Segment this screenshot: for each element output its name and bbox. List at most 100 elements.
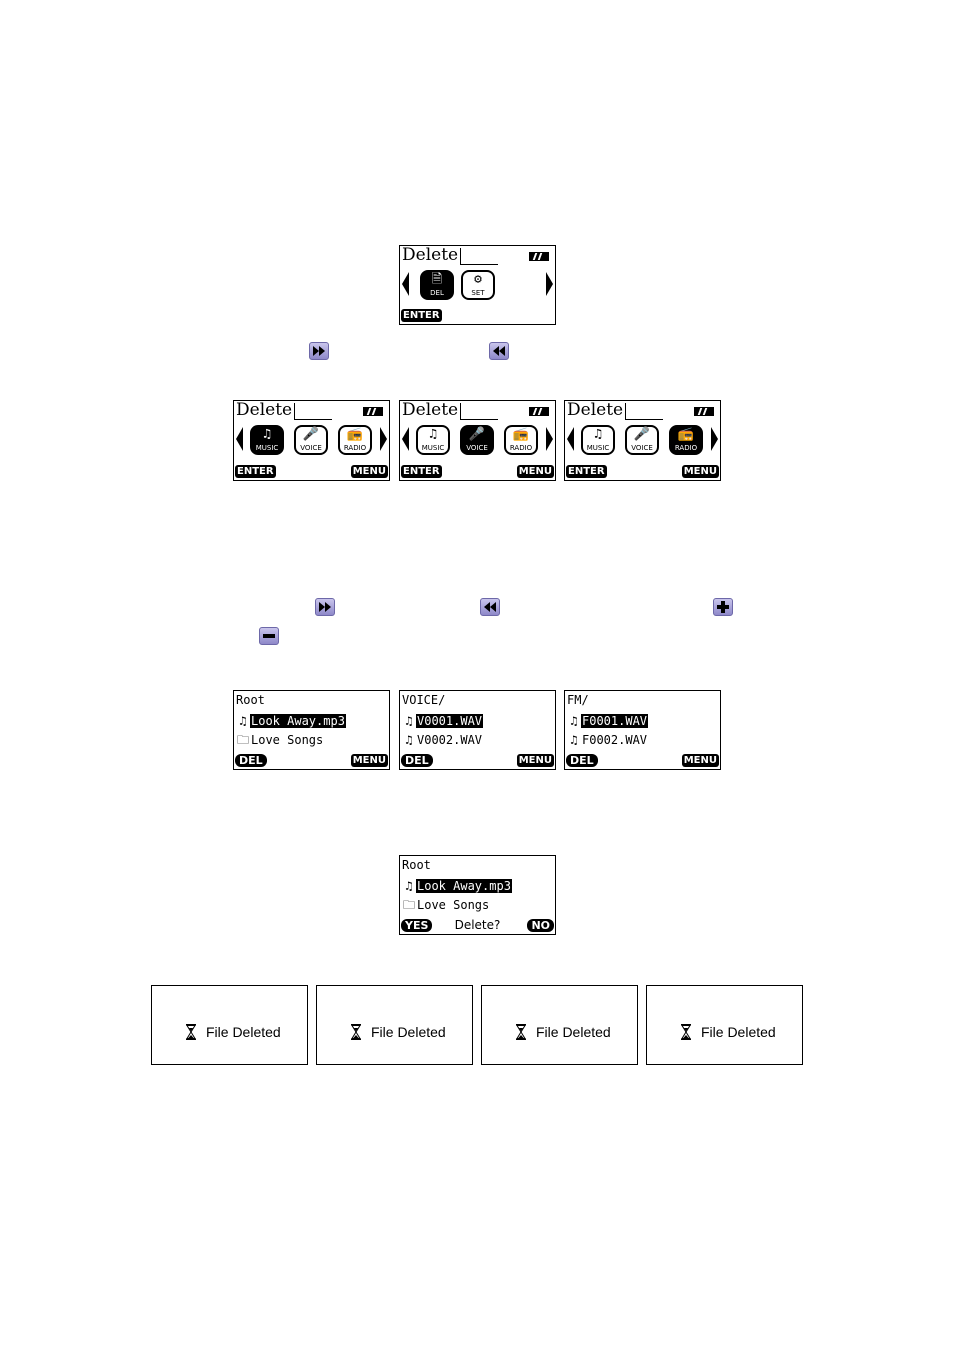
enter-softkey[interactable]: ENTER xyxy=(566,465,607,478)
menu-softkey[interactable]: MENU xyxy=(681,754,719,767)
menu-softkey[interactable]: MENU xyxy=(681,465,719,478)
music-file-icon: ♫ xyxy=(570,733,578,747)
microphone-icon: 🎤 xyxy=(302,427,320,442)
yes-softkey[interactable]: YES xyxy=(401,919,433,932)
menu-softkey[interactable]: MENU xyxy=(516,754,554,767)
list-item[interactable]: ♫Look Away.mp3 xyxy=(236,712,346,730)
minus-icon xyxy=(259,627,279,645)
settings-mode-icon[interactable]: ⚙ SET xyxy=(461,270,495,300)
arrow-left-icon[interactable] xyxy=(402,427,409,451)
folder-path: Root xyxy=(236,693,265,707)
document-icon: 🗎 xyxy=(431,272,443,287)
music-note-icon: ♫ xyxy=(263,427,271,442)
folder-path: Root xyxy=(402,858,431,872)
delete-prompt: Delete? xyxy=(454,918,501,932)
arrow-right-icon[interactable] xyxy=(711,427,718,451)
del-softkey[interactable]: DEL xyxy=(401,754,433,767)
radio-mode-icon[interactable]: 📻 RADIO xyxy=(338,425,372,455)
del-softkey[interactable]: DEL xyxy=(235,754,267,767)
music-file-icon: ♫ xyxy=(239,714,247,728)
music-note-icon: ♫ xyxy=(429,427,437,442)
plus-icon xyxy=(713,598,733,616)
screen-title: Delete xyxy=(236,400,293,420)
rewind-icon xyxy=(480,598,500,616)
list-item[interactable]: ♫V0002.WAV xyxy=(402,731,483,749)
microphone-icon: 🎤 xyxy=(633,427,651,442)
radio-icon: 📻 xyxy=(512,427,530,442)
arrow-right-icon[interactable] xyxy=(546,427,553,451)
delete-mode-icon[interactable]: 🗎 DEL xyxy=(420,270,454,300)
music-mode-icon[interactable]: ♫ MUSIC xyxy=(581,425,615,455)
screen-title: Delete xyxy=(567,400,624,420)
hourglass-icon xyxy=(186,1024,196,1040)
list-item[interactable]: ♫F0001.WAV xyxy=(567,712,649,730)
arrow-right-icon[interactable] xyxy=(380,427,387,451)
fast-forward-icon xyxy=(315,598,335,616)
music-note-icon: ♫ xyxy=(594,427,602,442)
hourglass-icon xyxy=(516,1024,526,1040)
gear-icon: ⚙ xyxy=(474,272,482,287)
music-file-icon: ♫ xyxy=(405,714,413,728)
music-file-icon: ♫ xyxy=(405,879,413,893)
arrow-left-icon[interactable] xyxy=(567,427,574,451)
fast-forward-icon xyxy=(309,342,329,360)
title-divider xyxy=(460,248,461,265)
arrow-right-icon[interactable] xyxy=(546,272,553,296)
rewind-icon xyxy=(489,342,509,360)
voice-mode-icon[interactable]: 🎤 VOICE xyxy=(460,425,494,455)
list-item[interactable]: 🗀Love Songs xyxy=(236,733,324,747)
music-file-icon: ♫ xyxy=(570,714,578,728)
microphone-icon: 🎤 xyxy=(468,427,486,442)
menu-softkey[interactable]: MENU xyxy=(350,465,388,478)
mode-select-screen: Delete ♫ MUSIC 🎤 VOICE 📻 RADIO ENTER MEN… xyxy=(233,400,390,481)
file-deleted-screen: File Deleted xyxy=(646,985,803,1065)
folder-path: VOICE/ xyxy=(402,693,446,707)
menu-screen: Delete 🗎 DEL ⚙ SET ENTER xyxy=(399,245,556,325)
list-item[interactable]: 🗀Love Songs xyxy=(402,898,490,912)
file-deleted-screen: File Deleted xyxy=(316,985,473,1065)
music-mode-icon[interactable]: ♫ MUSIC xyxy=(416,425,450,455)
title-underline xyxy=(294,419,332,420)
folder-icon: 🗀 xyxy=(402,898,415,912)
voice-mode-icon[interactable]: 🎤 VOICE xyxy=(294,425,328,455)
enter-softkey[interactable]: ENTER xyxy=(235,465,276,478)
mode-select-screen: Delete ♫ MUSIC 🎤 VOICE 📻 RADIO ENTER MEN… xyxy=(564,400,721,481)
title-underline xyxy=(460,419,498,420)
screen-title: Delete xyxy=(402,400,459,420)
enter-softkey[interactable]: ENTER xyxy=(401,465,442,478)
list-item[interactable]: ♫F0002.WAV xyxy=(567,731,648,749)
list-item[interactable]: ♫V0001.WAV xyxy=(402,712,484,730)
voice-mode-icon[interactable]: 🎤 VOICE xyxy=(625,425,659,455)
del-softkey[interactable]: DEL xyxy=(566,754,598,767)
arrow-left-icon[interactable] xyxy=(236,427,243,451)
file-deleted-message: File Deleted xyxy=(371,1024,446,1040)
file-deleted-screen: File Deleted xyxy=(481,985,638,1065)
arrow-left-icon[interactable] xyxy=(402,272,409,296)
file-deleted-screen: File Deleted xyxy=(151,985,308,1065)
file-deleted-message: File Deleted xyxy=(701,1024,776,1040)
hourglass-icon xyxy=(681,1024,691,1040)
battery-icon xyxy=(529,407,549,416)
enter-softkey[interactable]: ENTER xyxy=(401,309,442,322)
radio-mode-icon[interactable]: 📻 RADIO xyxy=(504,425,538,455)
menu-softkey[interactable]: MENU xyxy=(516,465,554,478)
title-divider xyxy=(294,403,295,420)
no-softkey[interactable]: NO xyxy=(527,919,554,932)
radio-icon: 📻 xyxy=(346,427,364,442)
screen-title: Delete xyxy=(402,245,459,265)
file-deleted-message: File Deleted xyxy=(536,1024,611,1040)
battery-icon xyxy=(529,252,549,261)
battery-icon xyxy=(694,407,714,416)
radio-mode-icon[interactable]: 📻 RADIO xyxy=(669,425,703,455)
menu-softkey[interactable]: MENU xyxy=(350,754,388,767)
radio-icon: 📻 xyxy=(677,427,695,442)
folder-icon: 🗀 xyxy=(236,733,249,747)
list-item[interactable]: ♫Look Away.mp3 xyxy=(402,877,512,895)
battery-icon xyxy=(363,407,383,416)
title-underline xyxy=(625,419,663,420)
music-mode-icon[interactable]: ♫ MUSIC xyxy=(250,425,284,455)
title-underline xyxy=(460,264,498,265)
confirm-delete-screen: Root ♫Look Away.mp3 🗀Love Songs YES Dele… xyxy=(399,855,556,935)
